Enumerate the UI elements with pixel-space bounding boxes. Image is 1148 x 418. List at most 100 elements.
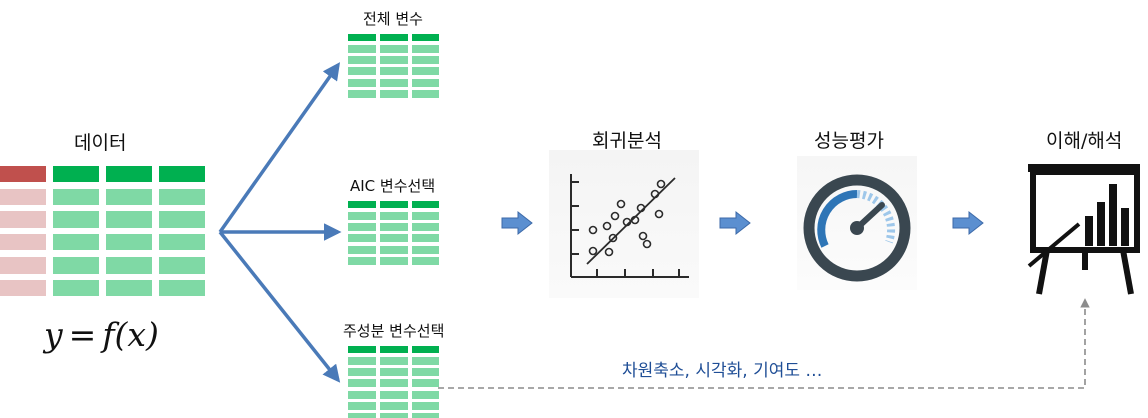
table-body-cell (348, 79, 376, 87)
regression-title: 회귀분석 (592, 130, 662, 152)
table-body-cell (0, 257, 46, 274)
formula: y=f(x) (44, 315, 159, 354)
evaluation-title: 성능평가 (814, 130, 884, 152)
table-body-cell (348, 368, 376, 376)
table-body-cell (412, 413, 439, 418)
table-body-cell (412, 379, 439, 387)
table-header-cell (0, 166, 46, 182)
formula-eq: = (68, 315, 97, 354)
table-header-cell (348, 346, 376, 353)
flow-arrow-3 (952, 210, 984, 236)
table-header-cell (412, 201, 439, 208)
interpretation-title: 이해/해석 (1046, 130, 1123, 152)
presentation-board-icon (1027, 164, 1140, 295)
table-body-cell (106, 280, 152, 296)
arrow-to-pca-selection (218, 230, 341, 383)
table-body-cell (348, 379, 376, 387)
table-body-cell (380, 368, 408, 376)
table-body-cell (380, 402, 408, 410)
flow-arrow-2 (719, 210, 751, 236)
table-body-cell (0, 189, 46, 205)
table-body-cell (159, 189, 205, 205)
table-body-cell (348, 90, 376, 98)
table-body-cell (106, 211, 152, 228)
table-header-cell (348, 34, 376, 41)
table-body-cell (106, 257, 152, 274)
table-body-cell (0, 234, 46, 250)
table-body-cell (159, 211, 205, 228)
table-body-cell (348, 391, 376, 399)
formula-lhs: y (44, 315, 63, 354)
table-body-cell (348, 402, 376, 410)
table-body-cell (348, 246, 376, 254)
table-body-cell (412, 45, 439, 53)
table-body-cell (412, 67, 439, 75)
table-body-cell (53, 189, 99, 205)
selection-label-aic: AIC 변수선택 (350, 177, 436, 195)
table-body-cell (53, 211, 99, 228)
data-title: 데이터 (74, 132, 127, 154)
selection-label-pca: 주성분 변수선택 (343, 322, 445, 340)
table-body-cell (348, 56, 376, 64)
table-header-cell (380, 346, 408, 353)
table-header-cell (106, 166, 152, 182)
dashed-connector (438, 298, 1090, 389)
table-body-cell (412, 223, 439, 231)
table-body-cell (348, 413, 376, 418)
table-header-cell (380, 34, 408, 41)
data-table (0, 166, 207, 300)
table-body-cell (412, 402, 439, 410)
table-body-cell (380, 67, 408, 75)
table-body-cell (348, 223, 376, 231)
table-body-cell (380, 45, 408, 53)
table-body-cell (412, 212, 439, 220)
table-body-cell (348, 212, 376, 220)
table-body-cell (380, 212, 408, 220)
table-header-cell (348, 201, 376, 208)
interpretation-panel (1027, 162, 1145, 296)
table-body-cell (348, 45, 376, 53)
speedometer-gauge-icon (803, 174, 911, 282)
flow-arrows (501, 210, 984, 236)
table-body-cell (412, 79, 439, 87)
table-body-cell (380, 56, 408, 64)
table-body-cell (412, 391, 439, 399)
table-body-cell (412, 56, 439, 64)
table-aic-selection (348, 201, 439, 269)
table-body-cell (380, 90, 408, 98)
selection-label-all: 전체 변수 (363, 10, 423, 28)
table-body-cell (380, 379, 408, 387)
table-header-cell (53, 166, 99, 182)
table-body-cell (380, 413, 408, 418)
flow-arrow-1 (501, 210, 533, 236)
arrow-to-all-variables (218, 62, 341, 234)
table-body-cell (412, 90, 439, 98)
table-body-cell (348, 357, 376, 365)
evaluation-panel (797, 156, 917, 290)
table-header-cell (412, 34, 439, 41)
table-body-cell (412, 234, 439, 242)
table-body-cell (106, 234, 152, 250)
table-body-cell (380, 391, 408, 399)
table-body-cell (380, 246, 408, 254)
table-body-cell (159, 280, 205, 296)
table-body-cell (412, 257, 439, 265)
table-body-cell (0, 280, 46, 296)
table-body-cell (380, 357, 408, 365)
table-body-cell (53, 257, 99, 274)
table-body-cell (380, 257, 408, 265)
table-body-cell (380, 234, 408, 242)
table-body-cell (159, 257, 205, 274)
table-body-cell (412, 246, 439, 254)
table-body-cell (380, 223, 408, 231)
table-body-cell (53, 280, 99, 296)
scatter-plot-icon (570, 174, 689, 278)
table-body-cell (53, 234, 99, 250)
dashed-path-caption: 차원축소, 시각화, 기여도 … (622, 361, 823, 381)
table-body-cell (412, 368, 439, 376)
formula-rhs: f(x) (102, 315, 159, 354)
table-all-variables (348, 34, 439, 102)
table-body-cell (348, 257, 376, 265)
table-body-cell (0, 211, 46, 228)
